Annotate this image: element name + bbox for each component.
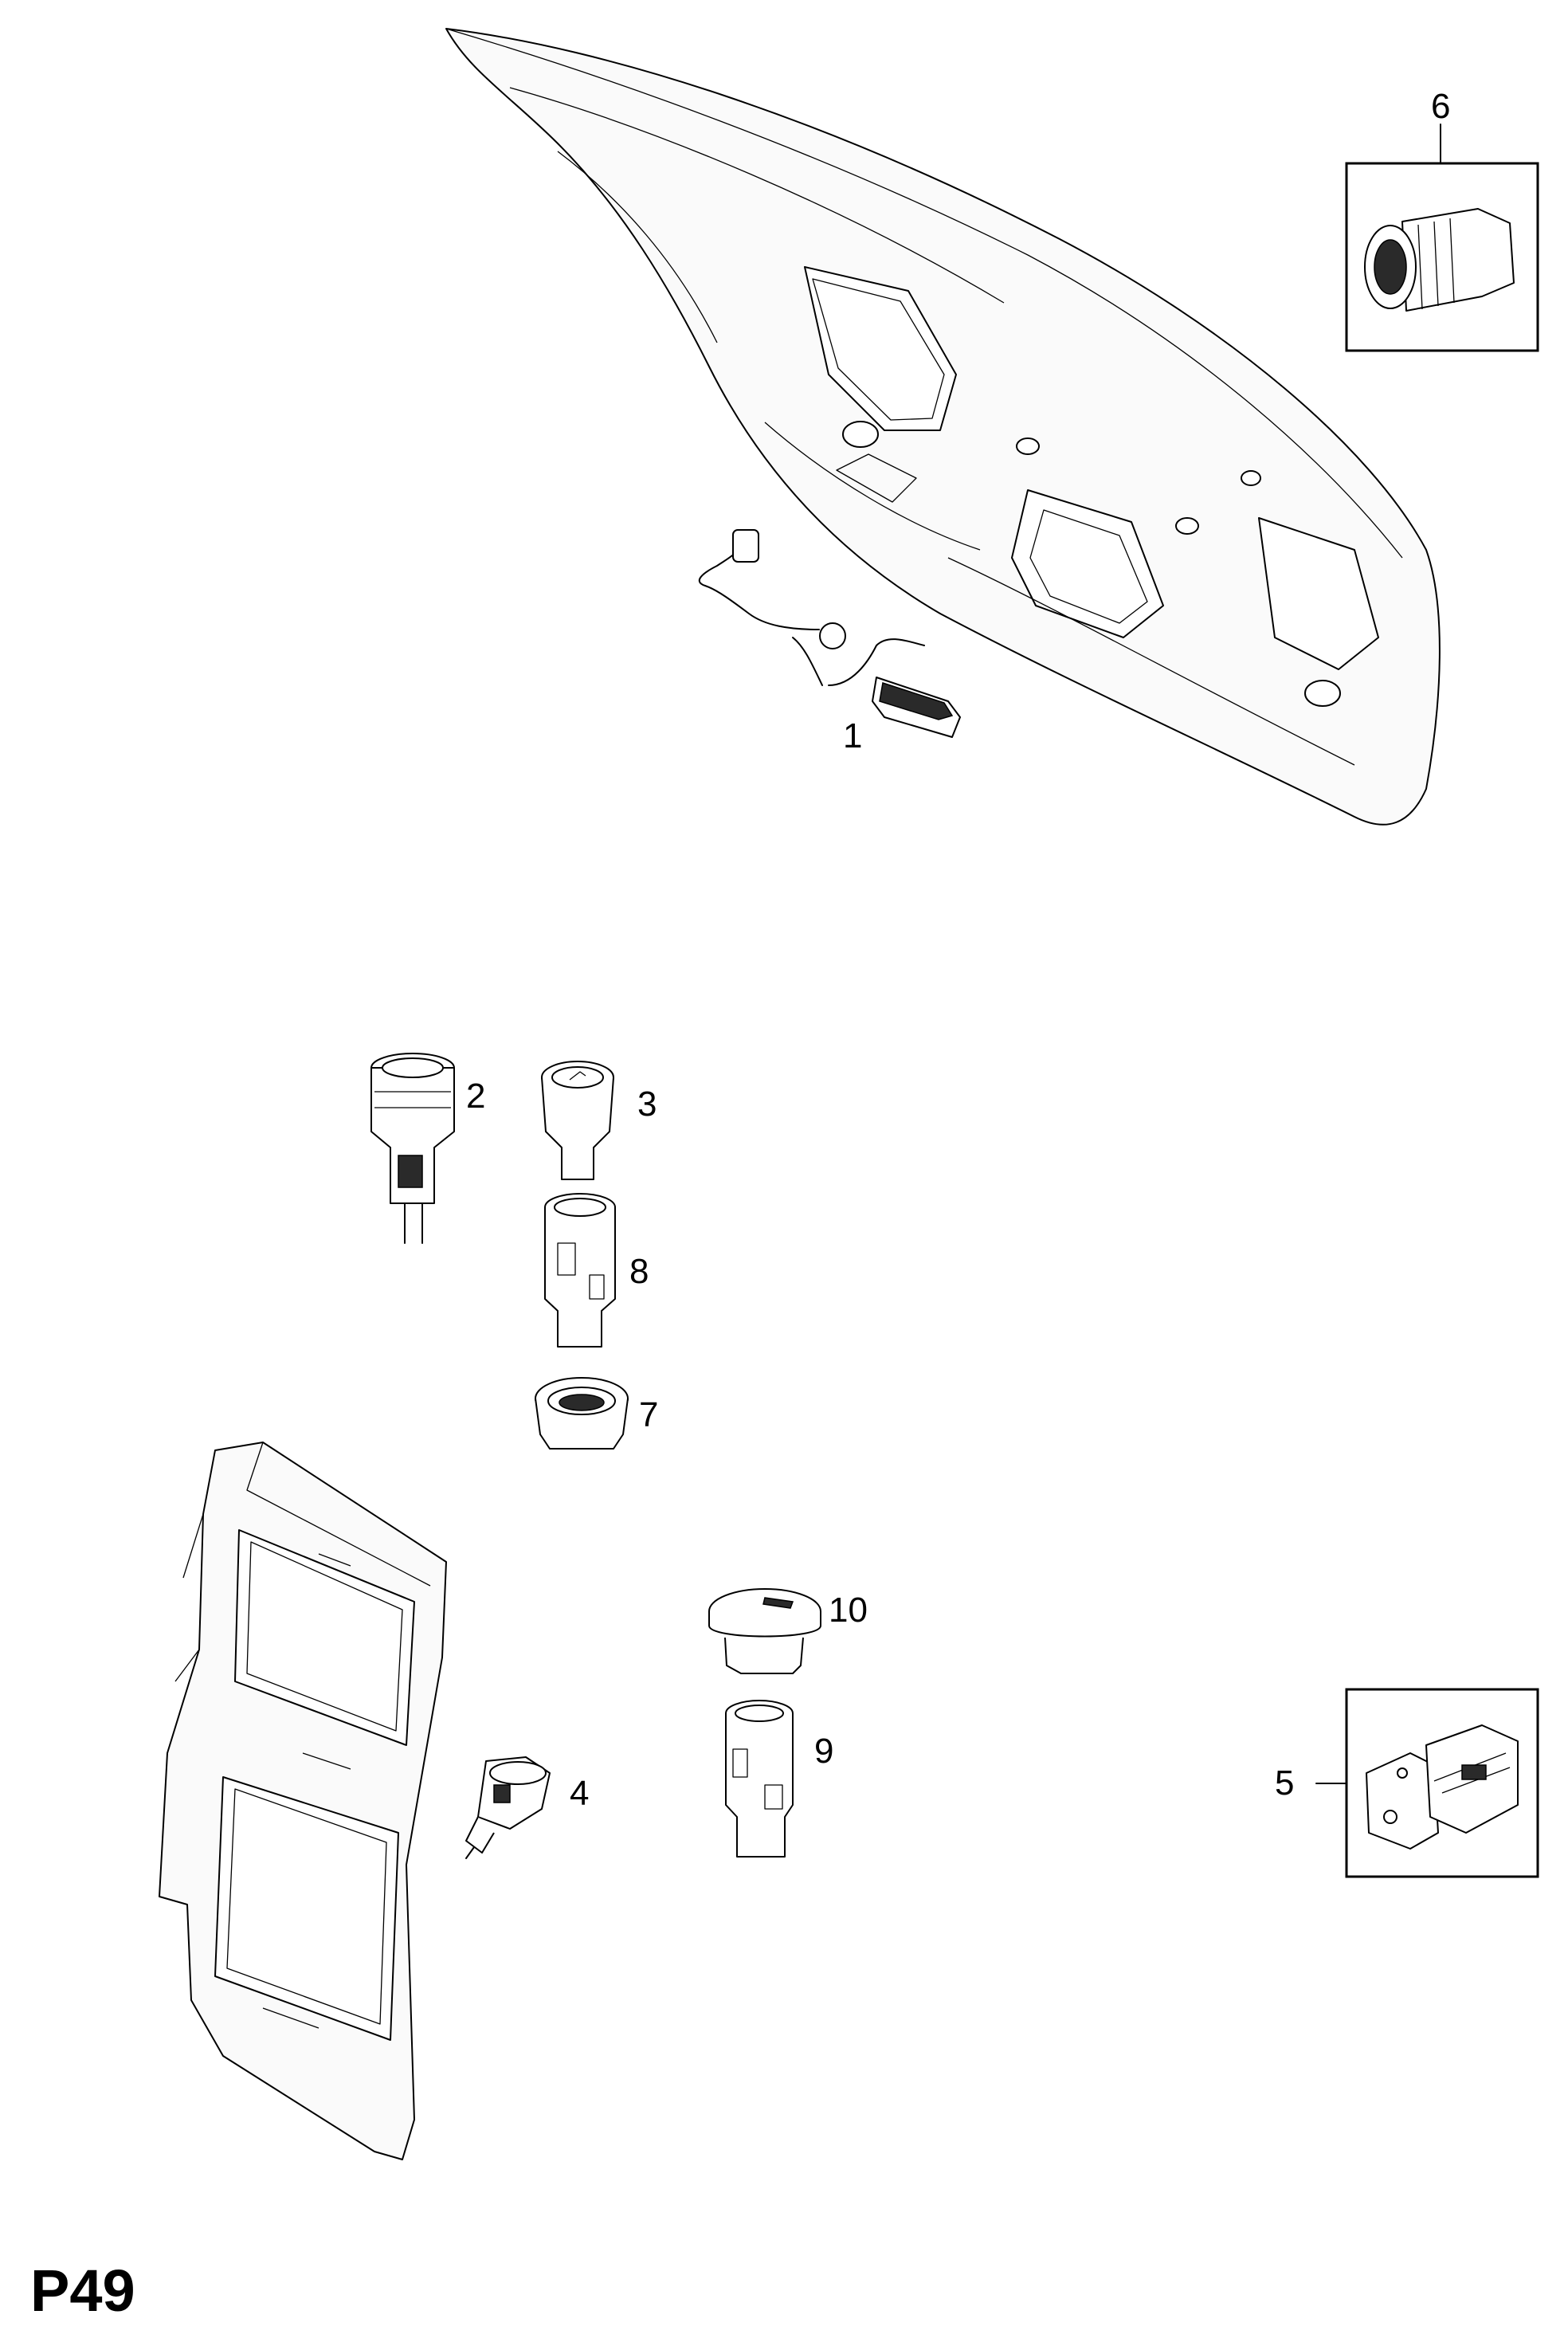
socket-connector-icon: [1364, 208, 1515, 312]
callout-9: 9: [814, 1732, 833, 1771]
lighter-housing-icon: [544, 1193, 616, 1348]
callout-10: 10: [829, 1591, 868, 1630]
socket-assembly-icon: [465, 1756, 551, 1859]
retaining-ring-icon: [535, 1377, 629, 1450]
callout-3: 3: [637, 1085, 657, 1124]
callout-5: 5: [1275, 1763, 1294, 1803]
callout-8: 8: [629, 1252, 649, 1291]
callout-6: 6: [1431, 87, 1450, 126]
lighter-socket-icon: [370, 1053, 455, 1244]
page-code: P49: [30, 2258, 135, 2324]
lamp-harness-icon: [698, 529, 961, 738]
callout-2: 2: [466, 1077, 485, 1116]
callout-1: 1: [843, 716, 862, 755]
callout-7: 7: [639, 1395, 658, 1434]
callout-4: 4: [570, 1774, 589, 1813]
console-panel-illustration: [159, 1442, 447, 2160]
lighter-insert-icon: [541, 1061, 614, 1180]
power-outlet-cap-icon: [708, 1588, 821, 1674]
tailgate-illustration: [445, 28, 1441, 826]
power-outlet-housing-icon: [725, 1700, 794, 1858]
connector-bracket-icon: [1366, 1724, 1519, 1850]
